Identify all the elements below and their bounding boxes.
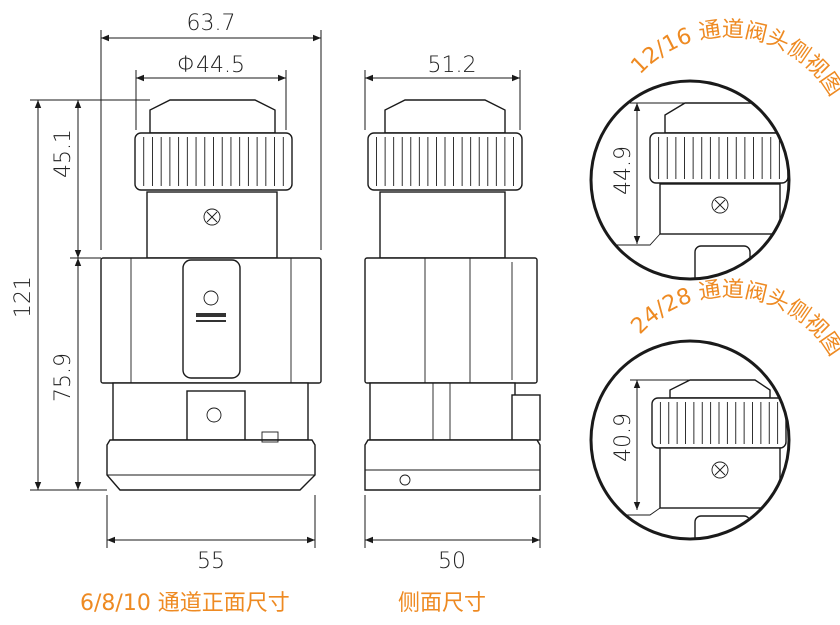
dim-side-width: 51.2 (428, 53, 477, 78)
dim-lower-height: 75.9 (51, 353, 76, 402)
screw-icon (203, 208, 221, 226)
dim-total-height: 121 (11, 276, 36, 318)
front-view: 63.7 Φ44.5 121 45.1 75.9 55 6/8/10 通道正面尺… (11, 11, 322, 616)
knurled-ring (134, 132, 293, 191)
detail-12-16: 44.9 12/16 通道阀头侧视图 (589, 17, 840, 281)
brand-logo-icon (203, 290, 219, 306)
detail2-caption: 24/28 通道阀头侧视图 (626, 277, 840, 361)
dim-base-width: 55 (197, 549, 225, 574)
side-view: 51.2 50 侧面尺寸 (364, 53, 541, 616)
dim-cap-diameter: Φ44.5 (177, 53, 245, 78)
label-plate (182, 259, 241, 379)
front-view-caption: 6/8/10 通道正面尺寸 (80, 591, 290, 616)
knurled-ring-side (367, 132, 523, 191)
dim-side-base-width: 50 (438, 549, 466, 574)
window (186, 390, 246, 441)
valve-cap-dome (149, 99, 276, 134)
side-tab (511, 394, 541, 441)
dim-overall-width: 63.7 (187, 11, 236, 36)
dim-detail1-height: 44.9 (611, 146, 636, 195)
detail-24-28: 40.9 24/28 通道阀头侧视图 (589, 277, 840, 541)
svg-text:12/16 通道阀头侧视图: 12/16 通道阀头侧视图 (626, 17, 840, 101)
side-body (364, 257, 538, 384)
dim-upper-height: 45.1 (51, 129, 76, 178)
base (106, 439, 316, 491)
dim-detail2-height: 40.9 (611, 413, 636, 462)
svg-text:24/28 通道阀头侧视图: 24/28 通道阀头侧视图 (626, 277, 840, 361)
side-view-caption: 侧面尺寸 (398, 591, 486, 616)
detail1-caption: 12/16 通道阀头侧视图 (626, 17, 840, 101)
